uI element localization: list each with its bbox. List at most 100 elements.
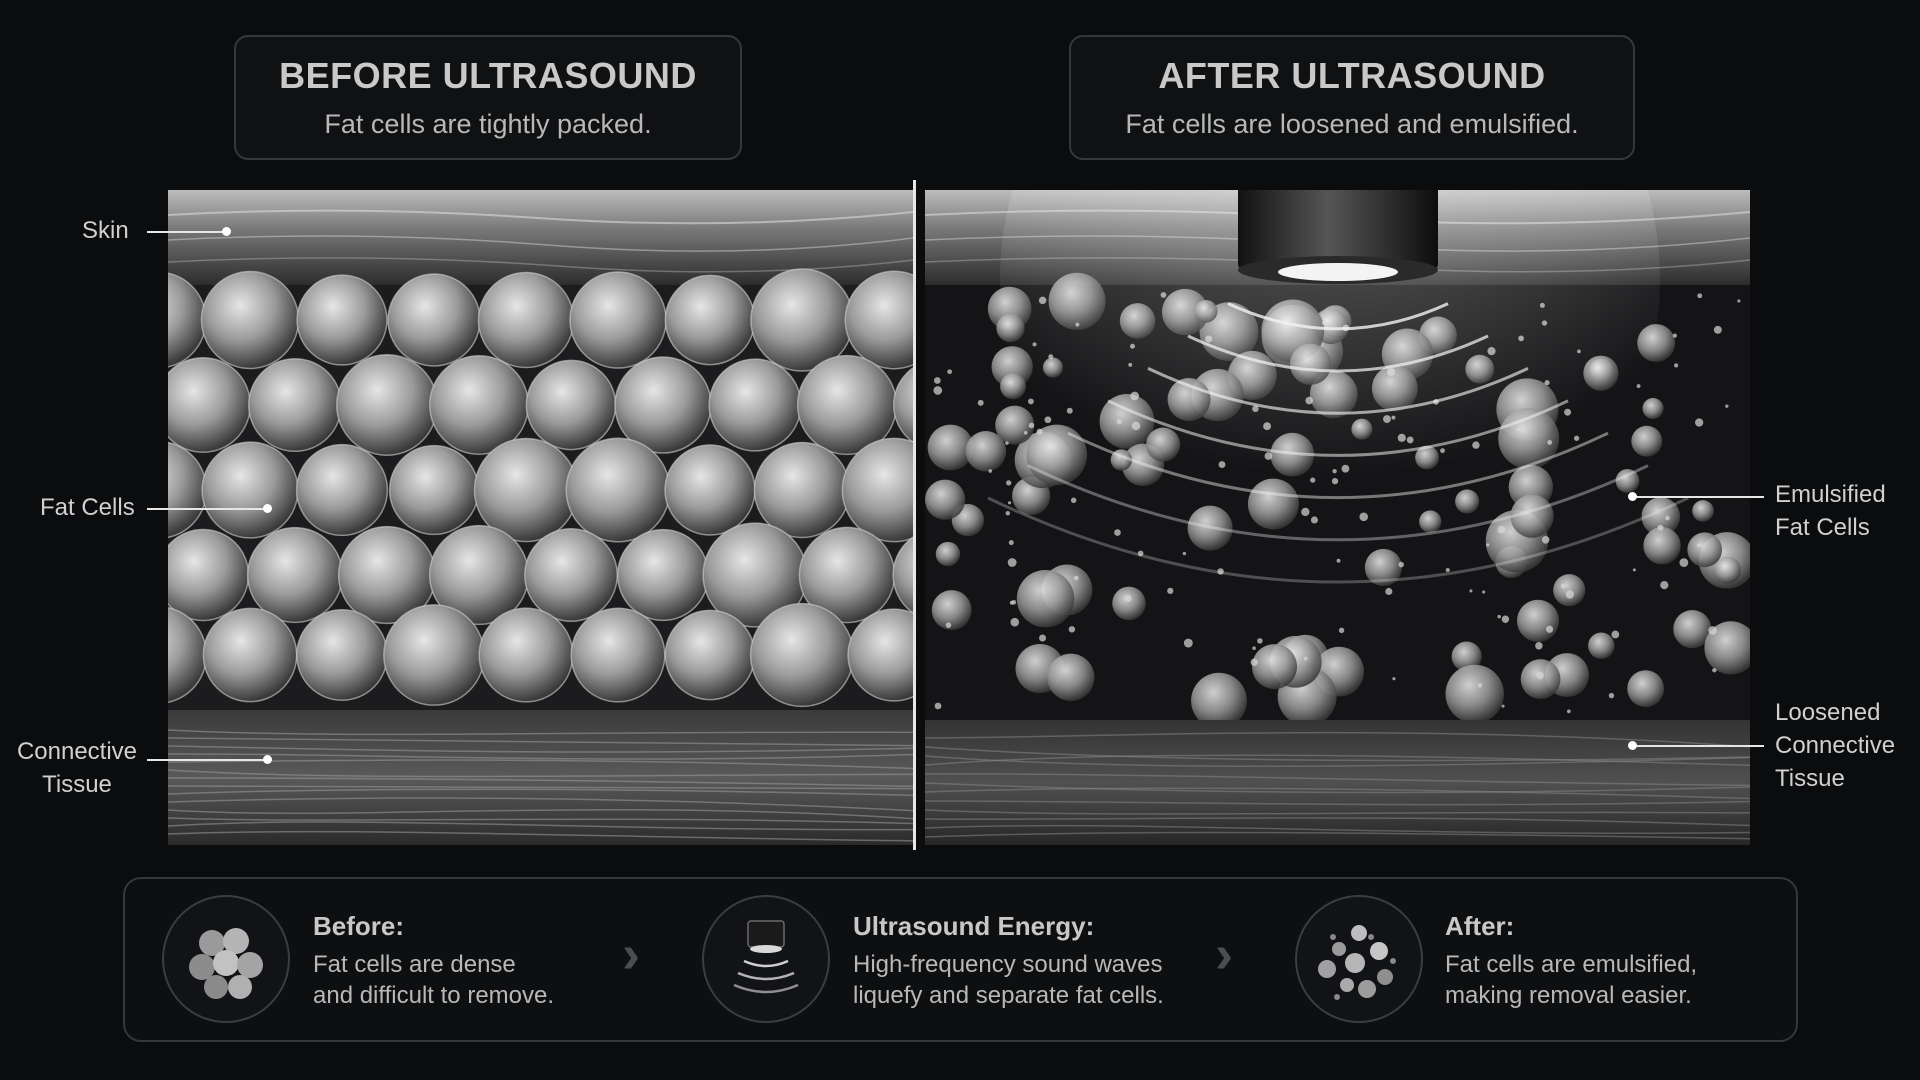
fat-cell (565, 437, 671, 543)
fat-cell (892, 536, 913, 614)
fat-cell (616, 528, 710, 622)
droplet (1303, 656, 1308, 661)
fat-cell (202, 607, 298, 703)
droplet (933, 386, 943, 395)
step-before-text: Fat cells are dense and difficult to rem… (313, 949, 554, 1011)
droplet (1712, 668, 1717, 673)
sound-wave (1187, 334, 1489, 373)
fat-cell (750, 268, 854, 372)
fiber (925, 809, 1750, 815)
droplet (1657, 524, 1664, 531)
droplet (1560, 583, 1566, 589)
connective-fibers (168, 729, 913, 842)
droplet (1697, 293, 1703, 299)
fat-cell (664, 609, 756, 701)
fiber (168, 745, 913, 753)
droplet (1007, 558, 1017, 567)
label-emulsified-fat-cells: Emulsified Fat Cells (1775, 478, 1886, 544)
emulsified-cell (1016, 569, 1075, 628)
droplet (1338, 627, 1345, 634)
droplet (1535, 642, 1543, 650)
fat-cell (664, 444, 756, 536)
before-tissue-illustration (168, 190, 913, 845)
emulsified-cell (1673, 610, 1712, 649)
label-emulsified-line1: Emulsified (1775, 481, 1886, 508)
fat-cell (664, 274, 756, 366)
emulsified-cell (1627, 670, 1665, 708)
skin-leader-line (147, 231, 227, 233)
droplet (1068, 626, 1076, 633)
droplet (1725, 404, 1729, 408)
droplet (1674, 363, 1679, 368)
step-before-circle (162, 895, 290, 1023)
label-emulsified-line2: Fat Cells (1775, 514, 1870, 541)
connective-leader-dot (263, 755, 272, 764)
step-ultrasound-circle (702, 895, 830, 1023)
droplet (1006, 480, 1012, 486)
step-after-line2: making removal easier. (1445, 982, 1692, 1009)
loosened-fibers (925, 731, 1750, 840)
label-loosened-line2: Connective (1775, 732, 1896, 759)
ultrasound-glow (1000, 190, 1660, 610)
label-loosened-line1: Loosened (1775, 699, 1881, 726)
droplet (1039, 634, 1047, 642)
fat-cell (753, 441, 851, 539)
droplet (1252, 646, 1256, 650)
emulsified-leader-dot (1628, 492, 1637, 501)
droplet (1137, 550, 1144, 557)
fiber (925, 824, 1750, 835)
droplet (1536, 671, 1544, 680)
fiber (925, 773, 1750, 787)
label-loosened-line3: Tissue (1775, 765, 1845, 792)
droplet (1477, 683, 1482, 688)
skin-leader-dot (222, 227, 231, 236)
fiber (168, 797, 913, 812)
fiber (168, 729, 913, 736)
loosened-leader-dot (1628, 741, 1637, 750)
fat-cell (524, 528, 618, 622)
label-fat-cells: Fat Cells (40, 494, 135, 521)
fat-cell (383, 604, 485, 706)
fat-cell (477, 271, 575, 369)
emulsified-cell (927, 424, 974, 471)
step-after-circle (1295, 895, 1423, 1023)
emulsified-cell (1692, 500, 1714, 522)
droplet (1073, 575, 1079, 581)
emulsified-cell (1615, 469, 1640, 493)
droplet (1713, 325, 1722, 334)
droplet (1469, 589, 1473, 593)
label-loosened-connective-tissue: Loosened Connective Tissue (1775, 696, 1895, 795)
fiber (925, 800, 1750, 806)
fat-cell (387, 273, 481, 367)
fat-cluster-icon (189, 928, 263, 999)
step-ultrasound-title: Ultrasound Energy: (853, 911, 1095, 941)
droplet (945, 622, 952, 628)
droplet (1005, 511, 1011, 516)
droplet (1672, 333, 1677, 338)
droplet (1257, 638, 1263, 644)
droplet (1482, 590, 1486, 594)
fiber (168, 808, 913, 820)
step-ultrasound-line1: High-frequency sound waves (853, 951, 1163, 978)
fiber (925, 731, 1750, 748)
fiber (925, 831, 1750, 840)
droplet (1679, 558, 1689, 568)
panel-divider (913, 180, 916, 850)
droplet (1011, 599, 1017, 605)
after-header: AFTER ULTRASOUND Fat cells are loosened … (1069, 35, 1635, 160)
step-before-title: Before: (313, 911, 405, 941)
sound-wave (1027, 464, 1649, 542)
fat-cell (200, 270, 300, 370)
droplet (1565, 590, 1575, 599)
step-ultrasound-line2: liquefy and separate fat cells. (853, 982, 1164, 1009)
droplet (947, 369, 953, 375)
droplet (1695, 418, 1704, 427)
connective-leader-line (147, 759, 267, 761)
fiber (168, 777, 913, 788)
emulsified-cell (935, 541, 961, 567)
step-after-title: After: (1445, 911, 1515, 941)
droplet (1497, 614, 1501, 619)
droplet (1008, 540, 1014, 546)
droplet (988, 469, 993, 473)
fat-cell (295, 443, 389, 537)
